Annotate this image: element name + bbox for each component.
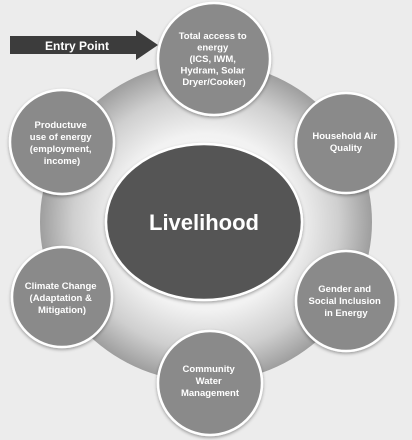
node-community-water-line-1: Community [183,364,236,375]
entry-arrow-label: Entry Point [45,39,109,53]
center-label: Livelihood [149,210,259,235]
node-community-water-circle [156,329,264,437]
node-total-access-line-4: Hydram, Solar [180,66,245,77]
node-gender-inclusion-circle [294,249,398,353]
node-community-water-label: Community Water Management [181,364,240,399]
node-household-air-line-2: Quality [330,143,363,154]
node-gender-inclusion-label: Gender and Social Inclusion in Energy [309,284,384,319]
node-total-access-line-3: (ICS, IWM, [189,54,235,65]
center-ellipse [104,142,304,302]
center-node: Livelihood [104,142,304,302]
node-gender-inclusion-line-2: Social Inclusion [309,296,382,307]
node-productive-use-line-4: income) [44,156,80,167]
node-layer: Total access to energy (ICS, IWM, Hydram… [8,1,398,437]
node-total-access-line-1: Total access to [179,31,247,42]
entry-arrow-shape [10,30,158,60]
node-total-access-label: Total access to energy (ICS, IWM, Hydram… [179,31,250,88]
node-climate-change-line-3: Mitigation) [38,305,86,316]
node-climate-change-line-1: Climate Change [25,281,97,292]
node-climate-change: Climate Change (Adaptation & Mitigation) [10,245,114,349]
node-gender-inclusion: Gender and Social Inclusion in Energy [294,249,398,353]
node-total-access-circle [156,1,272,117]
node-total-access-line-2: energy [197,43,229,54]
node-productive-use-line-1: Productuve [35,120,87,131]
node-productive-use-line-3: (employment, [30,144,92,155]
node-climate-change-label: Climate Change (Adaptation & Mitigation) [25,281,99,316]
node-community-water-line-3: Management [181,388,240,399]
node-climate-change-line-2: (Adaptation & [30,293,92,304]
node-productive-use-label: Productuve use of energy (employment, in… [30,120,94,167]
node-climate-change-circle [10,245,114,349]
node-household-air: Household Air Quality [294,91,398,195]
node-community-water: Community Water Management [156,329,264,437]
node-household-air-circle [294,91,398,195]
node-total-access-line-5: Dryer/Cooker) [182,77,245,88]
node-gender-inclusion-line-1: Gender and [318,284,371,295]
node-household-air-line-1: Household Air [312,131,377,142]
node-total-access: Total access to energy (ICS, IWM, Hydram… [156,1,272,117]
node-community-water-line-2: Water [196,376,222,387]
node-productive-use-line-2: use of energy [30,132,92,143]
node-productive-use: Productuve use of energy (employment, in… [8,88,116,196]
entry-arrow: Entry Point [10,30,158,60]
node-productive-use-circle [8,88,116,196]
node-household-air-label: Household Air Quality [312,131,379,154]
node-gender-inclusion-line-3: in Energy [324,308,368,319]
